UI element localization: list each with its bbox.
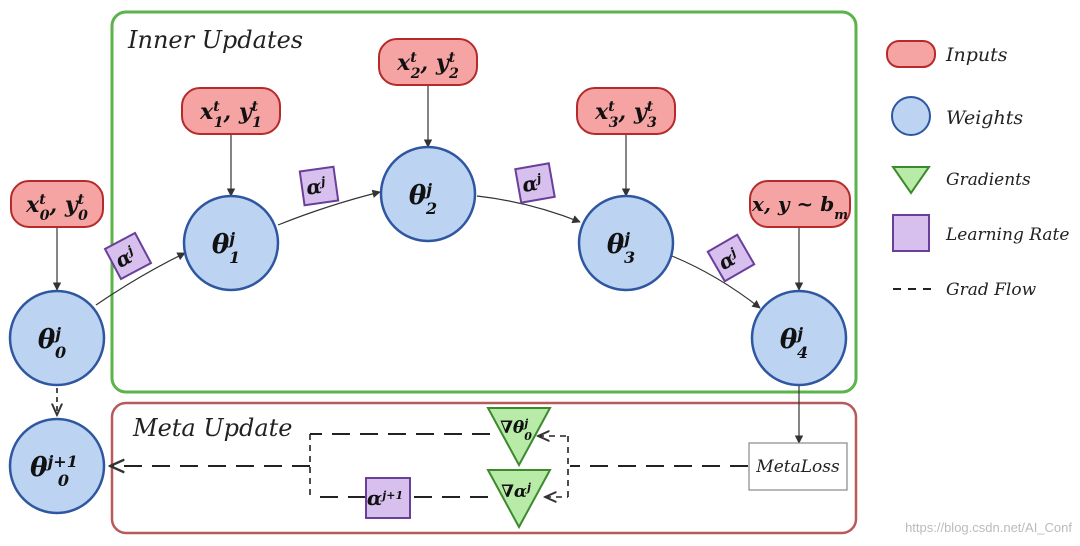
legend-lr-swatch: [892, 214, 930, 252]
legend: Inputs Weights Gradients Learning Rate G…: [886, 40, 1069, 300]
svg-text:αj: αj: [520, 170, 544, 197]
svg-text:θj0: θj0: [38, 324, 66, 362]
inner-updates-box: [110, 10, 858, 394]
meta-update-title: Meta Update: [132, 414, 292, 442]
watermark: https://blog.csdn.net/AI_Conf: [905, 520, 1072, 535]
svg-text:xt1, yt1: xt1, yt1: [199, 99, 262, 131]
svg-text:θj3: θj3: [607, 229, 635, 267]
legend-inputs-swatch: [886, 40, 936, 68]
legend-gradients-label: Gradients: [946, 170, 1031, 190]
learning-rate-1: αj: [298, 165, 340, 207]
svg-text:xt0, yt0: xt0, yt0: [25, 192, 88, 224]
learning-rate-2: αj: [514, 162, 556, 204]
learning-rate-0: αj: [103, 231, 153, 281]
learning-rate-3: αj: [706, 233, 756, 283]
legend-weights-label: Weights: [946, 107, 1023, 129]
svg-text:θj4: θj4: [780, 324, 808, 362]
meta-learning-rate: αj+1: [365, 477, 411, 519]
grad-flow-lines: [57, 388, 748, 497]
legend-inputs-label: Inputs: [945, 44, 1008, 66]
weight-chain-arrows: [95, 189, 804, 444]
svg-text:x, y ~ bm: x, y ~ bm: [751, 192, 848, 223]
svg-text:θj1: θj1: [212, 229, 240, 267]
legend-lr-label: Learning Rate: [945, 225, 1069, 245]
meta-input-node: x, y ~ bm: [749, 180, 851, 228]
svg-text:∇αj: ∇αj: [501, 481, 531, 503]
input-arrows: [52, 84, 804, 291]
svg-text:MetaLoss: MetaLoss: [755, 457, 840, 477]
metaloss-box: MetaLoss: [748, 442, 848, 491]
svg-text:αj+1: αj+1: [367, 486, 403, 510]
inner-updates-title: Inner Updates: [127, 26, 303, 54]
svg-text:∇θj0: ∇θj0: [500, 417, 532, 443]
svg-text:xt3, yt3: xt3, yt3: [594, 99, 657, 131]
legend-gradients-swatch: [891, 166, 931, 195]
svg-text:θj+10: θj+10: [30, 452, 78, 490]
legend-gradflow-label: Grad Flow: [946, 280, 1037, 300]
legend-weights-swatch: [891, 96, 931, 136]
svg-text:xt2, yt2: xt2, yt2: [396, 50, 459, 82]
svg-text:θj2: θj2: [409, 180, 437, 218]
svg-text:αj: αj: [305, 173, 329, 200]
gradient-alpha: ∇αj: [486, 469, 552, 530]
